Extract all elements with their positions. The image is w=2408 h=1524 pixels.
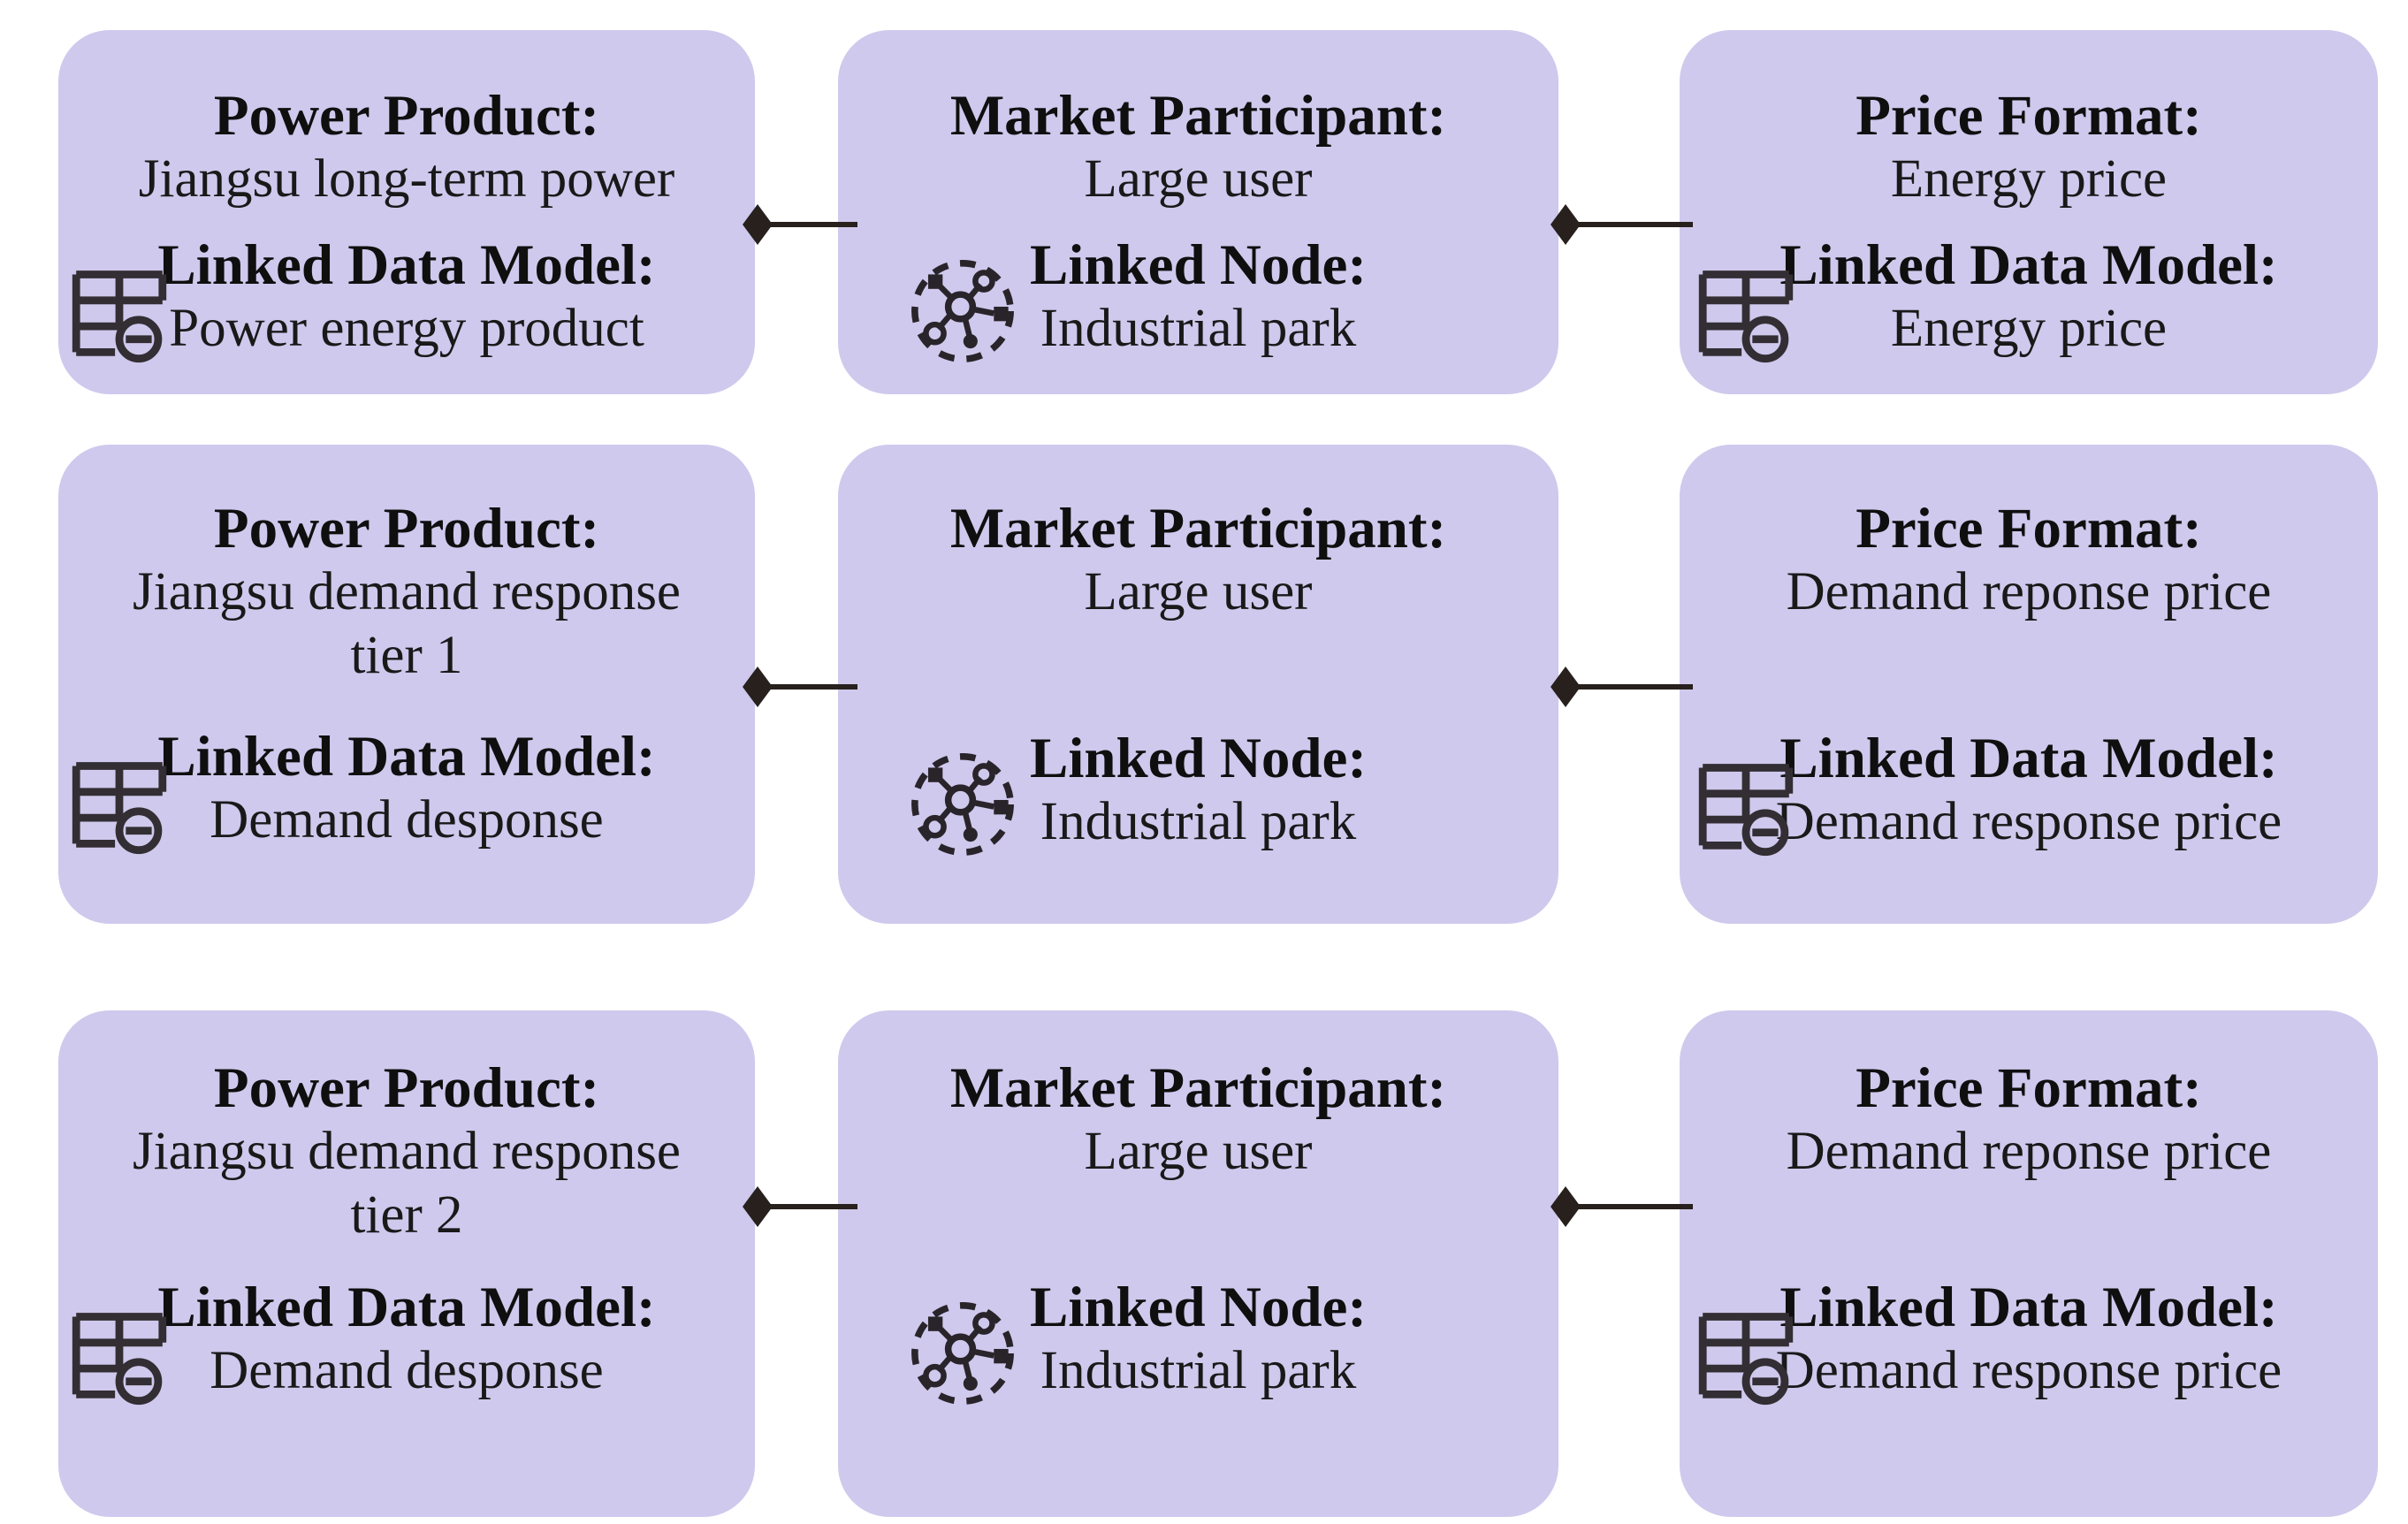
card-title: Price Format: (1856, 84, 2202, 148)
linked-value: Industrial park (1040, 792, 1357, 851)
data-model-icon (1692, 257, 1800, 365)
linked-value: Demand response price (1775, 792, 2282, 851)
linked-value: Power energy product (169, 299, 644, 358)
data-model-icon (65, 749, 173, 857)
linked-block: Linked Data Model: Power energy product (58, 233, 755, 363)
association-connector (758, 684, 857, 690)
linked-block: Linked Data Model: Demand desponse (58, 1276, 755, 1406)
card-value: Demand reponse price (1786, 1122, 2272, 1181)
data-model-icon (65, 1299, 173, 1407)
linked-value: Industrial park (1040, 1341, 1357, 1400)
linked-block: Linked Node: Industrial park (838, 727, 1558, 856)
card-r3-price-format: Price Format: Demand reponse price Linke… (1680, 1010, 2378, 1517)
linked-block: Linked Node: Industrial park (838, 233, 1558, 362)
linked-value: Demand desponse (210, 1341, 604, 1400)
card-title: Price Format: (1856, 1056, 2202, 1120)
linked-label: Linked Data Model: (157, 233, 656, 297)
linked-block: Linked Node: Industrial park (838, 1276, 1558, 1405)
association-connector (758, 222, 857, 227)
card-title: Price Format: (1856, 497, 2202, 560)
association-connector (758, 1204, 857, 1209)
linked-label: Linked Data Model: (157, 1276, 656, 1339)
card-title: Market Participant: (949, 497, 1447, 560)
card-value: Jiangsu long-term power (138, 149, 675, 209)
card-value: Demand reponse price (1786, 562, 2272, 621)
card-value: Energy price (1890, 149, 2168, 209)
network-node-icon (907, 749, 1018, 860)
card-value: Jiangsu demand response (132, 562, 682, 621)
card-value: Large user (1084, 562, 1313, 621)
card-value-line2: tier 2 (350, 1185, 463, 1245)
data-model-icon (1692, 1299, 1800, 1407)
card-r3-power-product: Power Product: Jiangsu demand response t… (58, 1010, 755, 1517)
card-r1-power-product: Power Product: Jiangsu long-term power L… (58, 30, 755, 394)
card-title: Power Product: (213, 84, 600, 148)
card-r2-market-participant: Market Participant: Large user Linked No… (838, 445, 1558, 924)
linked-label: Linked Data Model: (1779, 233, 2278, 297)
card-r2-price-format: Price Format: Demand reponse price Linke… (1680, 445, 2378, 924)
linked-label: Linked Node: (1029, 727, 1368, 790)
linked-value: Energy price (1890, 299, 2168, 358)
data-model-icon (1692, 751, 1800, 858)
card-value: Jiangsu demand response (132, 1122, 682, 1181)
card-title: Market Participant: (949, 1056, 1447, 1120)
card-r1-price-format: Price Format: Energy price Linked Data M… (1680, 30, 2378, 394)
association-connector (1566, 684, 1693, 690)
card-value: Large user (1084, 149, 1313, 209)
linked-label: Linked Node: (1029, 1276, 1368, 1339)
association-connector (1566, 1204, 1693, 1209)
card-r3-market-participant: Market Participant: Large user Linked No… (838, 1010, 1558, 1517)
linked-label: Linked Data Model: (157, 725, 656, 789)
association-connector (1566, 222, 1693, 227)
linked-block: Linked Data Model: Demand response price (1680, 727, 2378, 857)
network-node-icon (907, 255, 1018, 367)
data-model-icon (65, 257, 173, 365)
card-r2-power-product: Power Product: Jiangsu demand response t… (58, 445, 755, 924)
card-value: Large user (1084, 1122, 1313, 1181)
card-title: Market Participant: (949, 84, 1447, 148)
linked-label: Linked Data Model: (1779, 727, 2278, 790)
card-title: Power Product: (213, 1056, 600, 1120)
linked-value: Demand desponse (210, 790, 604, 850)
linked-label: Linked Node: (1029, 233, 1368, 297)
linked-block: Linked Data Model: Demand response price (1680, 1276, 2378, 1406)
linked-block: Linked Data Model: Energy price (1680, 233, 2378, 363)
card-title: Power Product: (213, 497, 600, 560)
network-node-icon (907, 1298, 1018, 1409)
linked-value: Demand response price (1775, 1341, 2282, 1400)
linked-value: Industrial park (1040, 299, 1357, 358)
linked-label: Linked Data Model: (1779, 1276, 2278, 1339)
card-r1-market-participant: Market Participant: Large user Linked No… (838, 30, 1558, 394)
linked-block: Linked Data Model: Demand desponse (58, 725, 755, 855)
card-value-line2: tier 1 (350, 626, 463, 685)
